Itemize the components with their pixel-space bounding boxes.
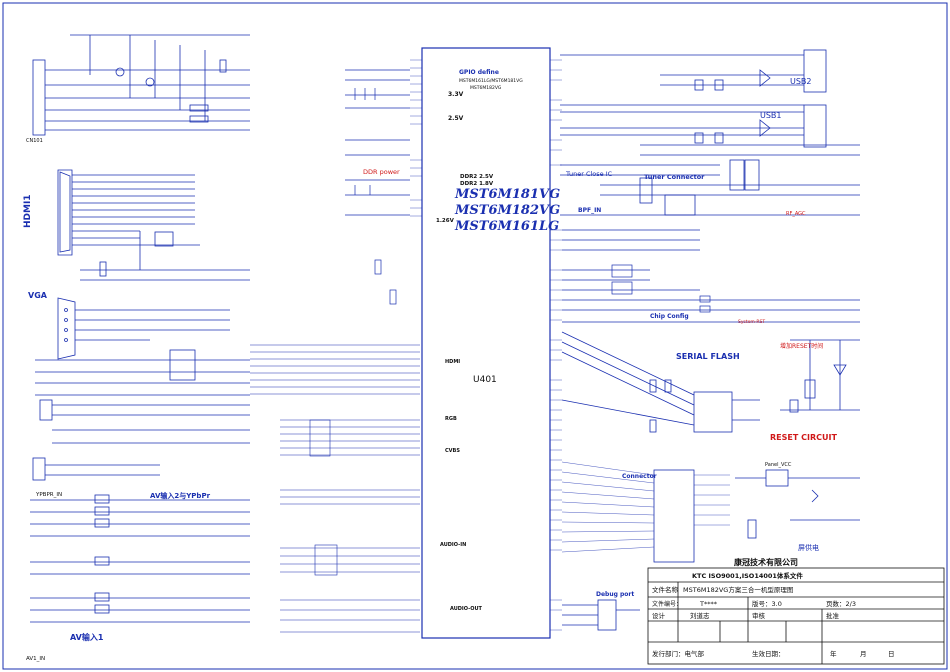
tuner-connector-label: Tuner Connector (644, 173, 705, 181)
date-label: 生效日期： (752, 649, 785, 658)
month-label: 月 (860, 650, 867, 658)
ddr-25-label: DDR2 2.5V (460, 174, 494, 180)
tuner-close-label: Tuner Close IC (565, 170, 613, 178)
usb-block (560, 49, 827, 148)
title-block (647, 567, 945, 665)
panel-vcc-label: Panel_VCC (765, 462, 792, 468)
dept-label: 发行部门：电气部 (652, 649, 705, 658)
av-ypbpr-title: AV输入2与YPbPr (150, 491, 211, 500)
ypbpr-in-label: YPBPR_IN (35, 492, 62, 498)
audio-out-label: AUDIO-OUT (450, 606, 483, 612)
panel-connector-block (561, 461, 860, 563)
usb1-label: USB1 (760, 111, 782, 120)
reset-circuit-title: RESET CIRCUIT (770, 433, 837, 442)
chip-part-1: MST6M181VG (454, 187, 560, 202)
gpio-title: GPIO define (459, 69, 499, 76)
year-label: 年 (830, 649, 837, 658)
ddr-power-label: DDR power (363, 168, 400, 176)
hdmi-connector (57, 169, 250, 281)
page-label: 页数：2/3 (826, 599, 856, 608)
ir-connector-label: CN101 (26, 138, 43, 144)
debug-port-label: Debug port (596, 591, 634, 598)
chip-config-block (562, 229, 860, 323)
system-rst-label: System-RST (738, 319, 765, 325)
key-ir-block (32, 34, 250, 136)
file-no-label: 文件编号： (652, 600, 682, 608)
design-label: 设计 (652, 611, 666, 620)
version-label: 版号：3.0 (752, 599, 782, 608)
panel-power-note: 屏供电 (798, 543, 819, 552)
connector-label: Connector (622, 473, 657, 480)
chip-part-2: MST6M182VG (454, 203, 560, 218)
main-ic-u401 (410, 47, 562, 639)
ddr-18-label: DDR2 1.8V (460, 181, 494, 187)
bpf-in-label: BPF_IN (578, 207, 601, 214)
v25-label: 2.5V (448, 115, 464, 122)
v126-label: 1.26V (436, 218, 455, 224)
av-in1-title: AV输入1 (70, 632, 104, 642)
tuner-block (560, 144, 860, 216)
serial-flash-block (561, 331, 760, 433)
vga-connector (35, 297, 250, 444)
file-name-value: MST6M182VG方案三合一机型原理图 (683, 585, 793, 594)
av-ypbpr-block (30, 457, 250, 623)
ddr-power-block (345, 69, 410, 305)
av1-in-label: AV1_IN (26, 656, 45, 662)
chip-config-label: Chip Config (650, 313, 689, 320)
debug-port-block (562, 599, 640, 631)
hdmi-port-label: HDMI (445, 359, 460, 365)
reset-time-note: 增加RESET时间 (780, 342, 823, 350)
usb2-label: USB2 (790, 77, 812, 86)
chip-part-3: MST6M161LG (454, 219, 559, 234)
serial-flash-title: SERIAL FLASH (676, 352, 740, 361)
company-name: 康冠技术有限公司 (734, 557, 798, 567)
file-name-label: 文件名称 (652, 585, 679, 594)
rf-agc-label: RF_AGC (786, 211, 806, 217)
audio-in-label: AUDIO-IN (440, 542, 466, 548)
designer-name: 刘道志 (690, 611, 710, 620)
vga-section-title: VGA (28, 291, 48, 300)
hdmi-section-title: HDMI1 (23, 194, 33, 228)
rgb-port-label: RGB (445, 416, 457, 422)
cvbs-port-label: CVBS (445, 448, 460, 454)
day-label: 日 (888, 650, 895, 658)
gpio-line-1: MST6M161LG/MST6M181VG (459, 78, 523, 84)
reset-block (780, 339, 860, 413)
file-no-value: T**** (699, 600, 718, 608)
input-bus (250, 344, 420, 633)
approve-label: 批准 (826, 611, 840, 620)
cert-text: KTC ISO9001,ISO14001体系文件 (692, 571, 803, 580)
review-label: 审核 (752, 611, 766, 620)
v33-label: 3.3V (448, 91, 464, 98)
gpio-line-2: MST6M182VG (470, 85, 502, 91)
chip-ref: U401 (473, 375, 497, 385)
